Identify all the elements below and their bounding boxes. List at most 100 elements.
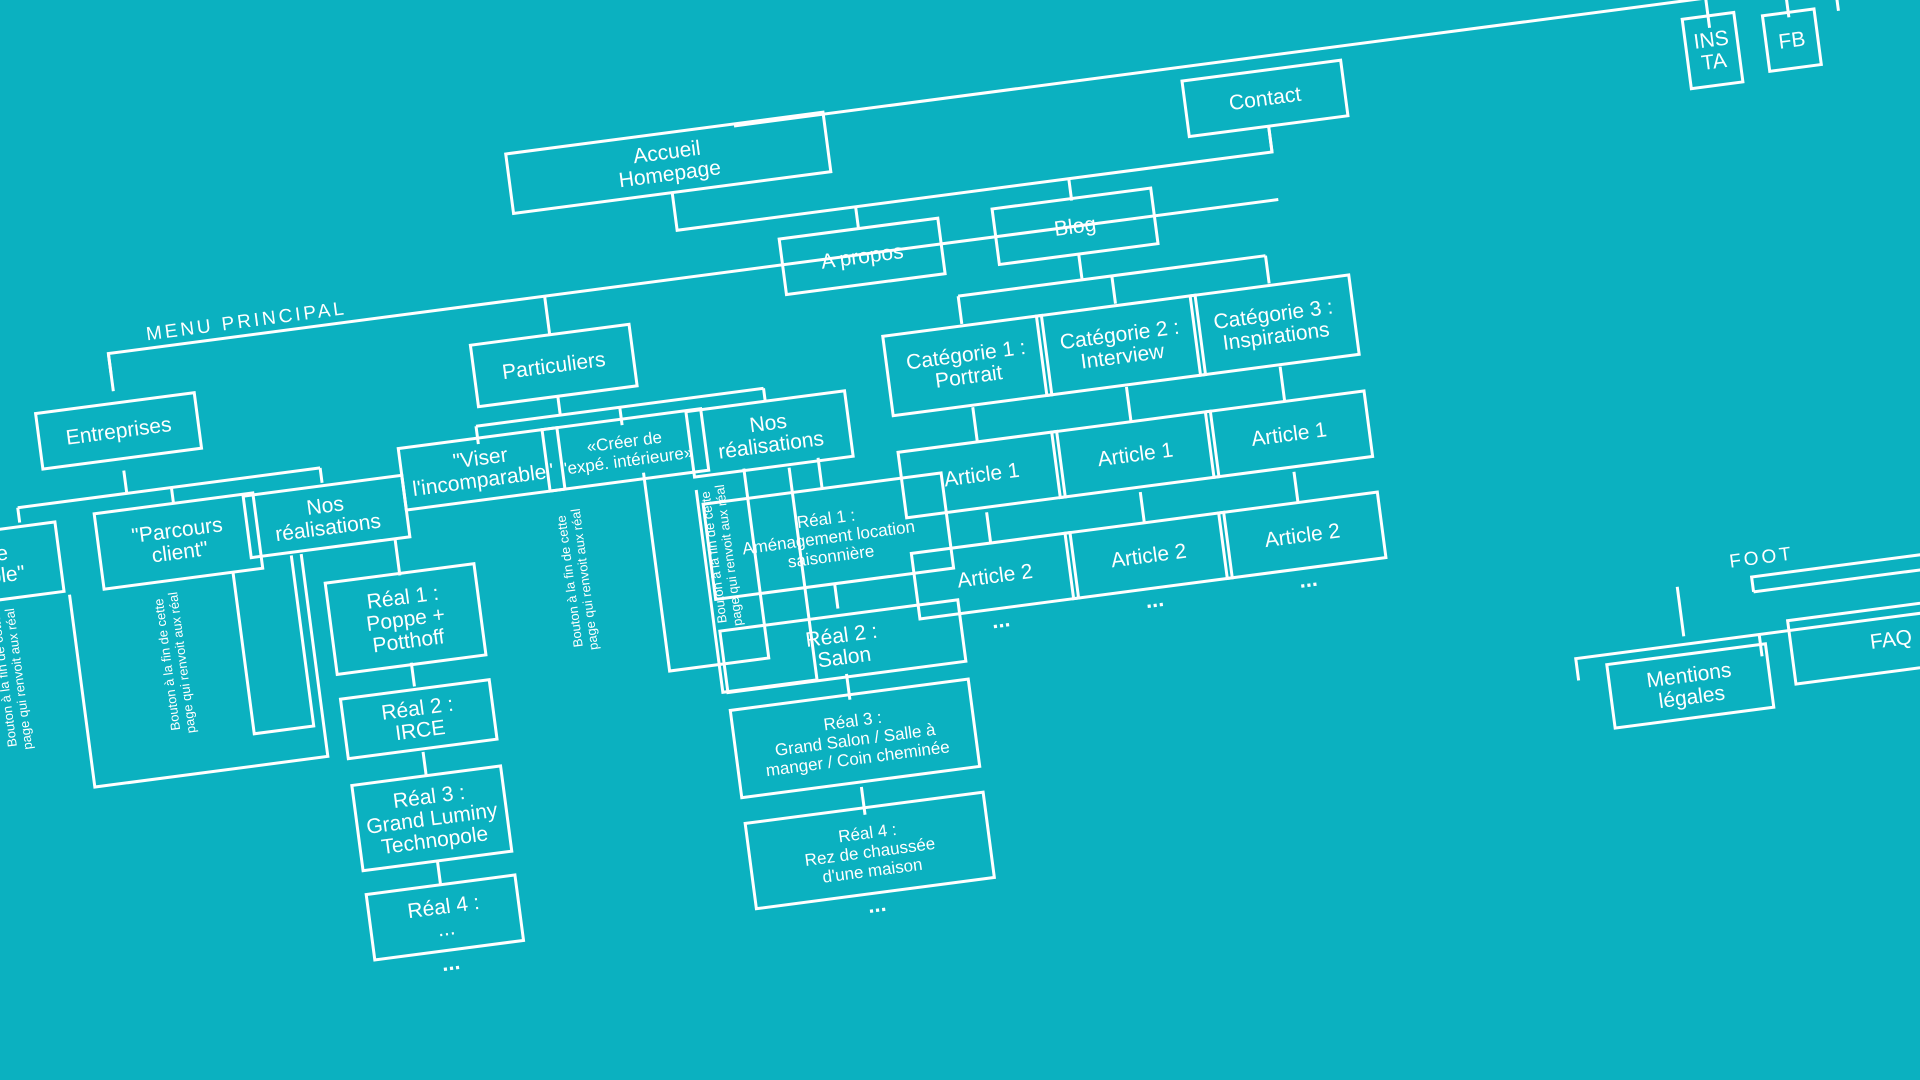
ellipsis-marker: ...	[866, 891, 887, 918]
node-label: Article 1	[1250, 418, 1328, 451]
node-box	[1050, 409, 1221, 500]
node-box	[396, 425, 567, 512]
node-box	[1188, 273, 1361, 377]
node-fb: FB	[1760, 7, 1823, 73]
node-box	[1180, 58, 1350, 139]
node-entreprises: Entreprises	[33, 391, 204, 471]
edge-blog-art-chains	[971, 366, 1300, 543]
footer-section-label: FOOT	[1728, 543, 1795, 572]
node-label: Article 1	[1096, 439, 1174, 472]
node-cat2-art1: Article 1	[1050, 409, 1221, 500]
node-box	[1680, 10, 1745, 91]
node-cat3: Catégorie 3 :Inspirations	[1188, 273, 1361, 377]
node-blog: Blog	[990, 186, 1160, 267]
node-label: TA	[1700, 49, 1728, 75]
node-faq: FAQ	[1785, 592, 1920, 686]
edge-ent-feedback	[68, 553, 330, 789]
node-label: FB	[1777, 27, 1807, 53]
node-box	[684, 389, 855, 479]
node-label: FAQ	[1869, 626, 1914, 654]
node-a-propos: A propos	[777, 216, 947, 297]
edge-to-blog	[1067, 178, 1074, 201]
ellipsis-marker: ...	[1297, 566, 1318, 593]
node-ent-real2: Réal 2 :IRCE	[338, 677, 499, 761]
node-label: re	[0, 541, 9, 566]
edge-ent-real-chain	[393, 538, 443, 885]
node-box	[990, 186, 1160, 267]
node-box	[504, 110, 833, 216]
node-ent-real1: Réal 1 :Poppe +Potthoff	[323, 561, 488, 677]
edge-blog-bus	[956, 253, 1271, 325]
node-box	[777, 216, 947, 297]
node-label: Entreprises	[64, 413, 172, 450]
node-part-creer: «Créer del'expé. intérieure»	[540, 407, 711, 493]
node-box	[1785, 592, 1920, 686]
edge-footer-bus	[1574, 552, 1920, 681]
edge-part-feedback	[642, 467, 819, 694]
node-label: Nos	[748, 410, 788, 438]
node-label: Article 1	[943, 459, 1021, 492]
edge-part-bus	[474, 386, 767, 445]
node-label: Article 2	[1263, 519, 1341, 552]
node-box	[1063, 510, 1234, 601]
edge-to-particuliers	[543, 295, 552, 335]
edge-ent-bus	[16, 466, 324, 523]
node-particuliers: Particuliers	[468, 322, 639, 409]
node-label: Blog	[1053, 213, 1098, 241]
node-cat1-art2: Article 2	[909, 530, 1081, 621]
node-box	[1034, 293, 1208, 398]
node-box	[0, 520, 66, 609]
node-box	[718, 598, 968, 695]
node-box	[1203, 389, 1375, 479]
edge-accueil-social	[733, 0, 1835, 128]
node-part-real2: Réal 2 :Salon	[718, 598, 968, 695]
edge-part-real-chain	[816, 457, 867, 815]
node-box	[728, 677, 982, 800]
node-cat3-art2: Article 2	[1217, 490, 1388, 581]
node-box	[743, 790, 997, 911]
node-ent-real4: Réal 4 :...	[364, 873, 526, 962]
node-cat2-art2: Article 2	[1063, 510, 1234, 601]
node-box	[364, 873, 526, 962]
edge-to-entreprises	[106, 353, 115, 392]
node-label: Particuliers	[501, 348, 607, 384]
node-box	[540, 407, 711, 493]
node-box	[468, 322, 639, 409]
node-box	[338, 677, 499, 761]
node-box	[881, 313, 1054, 418]
node-box	[909, 530, 1081, 621]
node-label: ...	[436, 916, 456, 941]
node-label: Article 2	[1110, 540, 1188, 573]
node-label: INS	[1692, 26, 1730, 53]
node-box	[1760, 7, 1823, 73]
node-box	[1605, 642, 1776, 730]
ellipsis-marker: ...	[1144, 586, 1165, 613]
node-label: Article 2	[956, 560, 1034, 593]
ellipsis-marker: ...	[990, 606, 1011, 633]
node-label: Nos	[305, 492, 345, 520]
node-label: Contact	[1228, 83, 1303, 115]
node-box	[350, 764, 514, 873]
edge-to-contact	[1267, 125, 1274, 153]
node-contact: Contact	[1180, 58, 1350, 139]
node-box	[701, 471, 956, 602]
node-cat1: Catégorie 1 :Portrait	[881, 313, 1054, 418]
menu-principal-label: MENU PRINCIPAL	[145, 298, 348, 345]
node-cat3-art1: Article 1	[1203, 389, 1375, 479]
node-label: able"	[0, 561, 26, 590]
edge-to-apropos	[854, 206, 860, 229]
